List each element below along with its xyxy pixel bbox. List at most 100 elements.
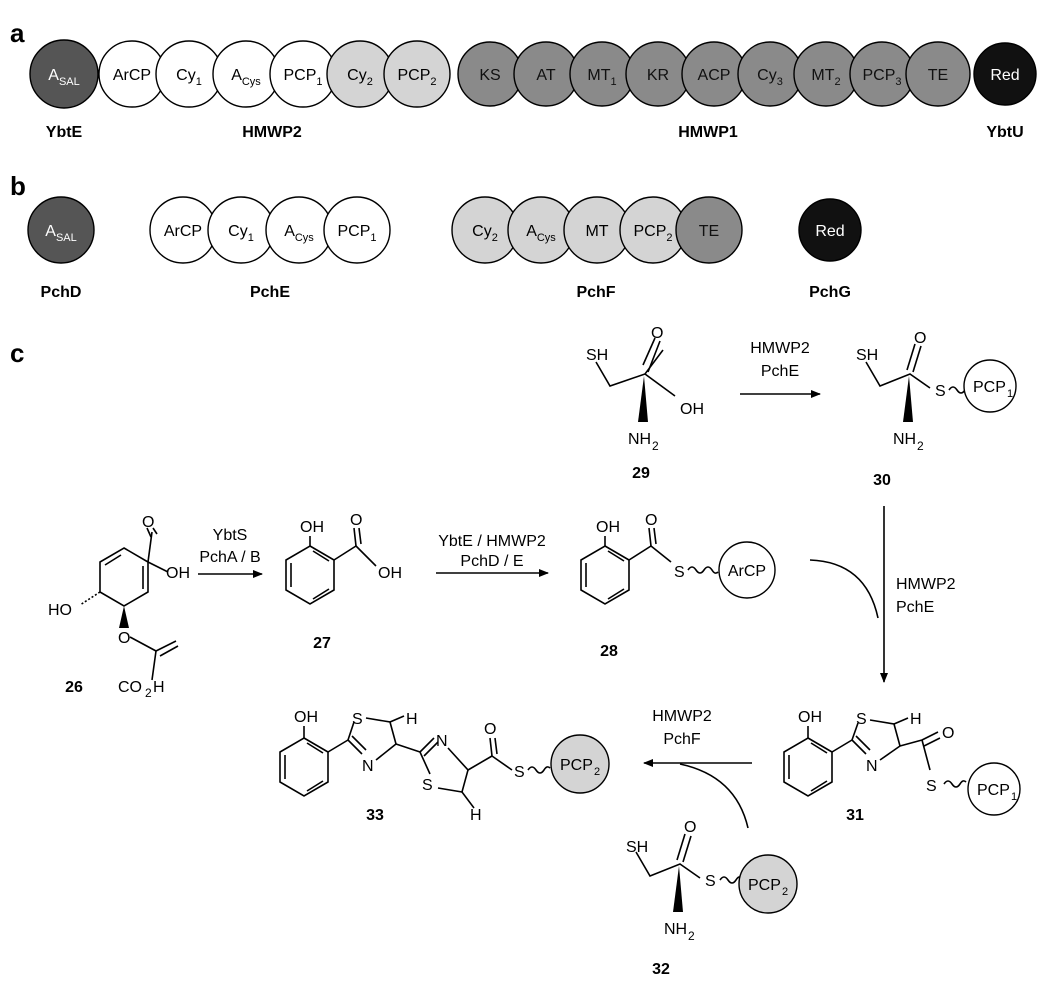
carrier-sub: 1 — [1011, 791, 1017, 803]
arrow-31-33-top: HMWP2 — [652, 708, 712, 725]
curved-arrow-32 — [679, 763, 749, 829]
atom-nh: NH — [628, 431, 651, 448]
domain-hmwp1-0-label: KS — [479, 67, 500, 84]
compound-29: SH O OH NH 2 29 — [586, 325, 704, 482]
atom-oh: OH — [294, 709, 318, 726]
arrow-29-30-top: HMWP2 — [750, 340, 810, 357]
domain-pchf-2-label: MT — [585, 223, 608, 240]
domain-hmwp1-2-label: MT1 — [587, 67, 616, 88]
compound-30: SH O S NH 2 PCP 1 30 — [856, 330, 1017, 489]
atom-h: H — [406, 711, 418, 728]
atom-ho: HO — [48, 602, 72, 619]
domain-hmwp2-5-circle — [383, 40, 451, 108]
atom-sub2: 2 — [652, 439, 659, 453]
arrow-27-28-bottom: PchD / E — [460, 553, 523, 570]
atom-s: S — [926, 778, 937, 795]
atom-sh: SH — [586, 347, 608, 364]
arrow-30-31-bottom: PchE — [896, 599, 934, 616]
carrier-arcp-text: ArCP — [728, 563, 766, 580]
compound-27-label: 27 — [313, 635, 331, 652]
domain-hmwp1-1-label: AT — [536, 67, 555, 84]
panel-a-letter: a — [10, 18, 25, 48]
atom-s: S — [514, 764, 525, 781]
arrow-30-31-top: HMWP2 — [896, 576, 956, 593]
atom-s: S — [705, 873, 716, 890]
atom-co2h-end: H — [153, 679, 165, 696]
atom-co2h: CO — [118, 679, 142, 696]
carrier-pcp-text: PCP — [560, 757, 593, 774]
compound-28-label: 28 — [600, 643, 618, 660]
domain-pchg-0-circle — [798, 198, 862, 262]
arrow-26-27-bottom: PchA / B — [199, 549, 260, 566]
hmwp2-label: HMWP2 — [242, 124, 302, 141]
domain-pche-3-circle — [323, 196, 391, 264]
domain-pchg-0-label: Red — [815, 223, 844, 240]
pcp2-carrier-32 — [738, 854, 798, 914]
atom-o: O — [484, 721, 496, 738]
domain-hmwp2-4-label: Cy2 — [347, 67, 373, 88]
atom-sub2: 2 — [917, 439, 924, 453]
atom-sh: SH — [856, 347, 878, 364]
atom-oh: OH — [300, 519, 324, 536]
pcp1-carrier-30 — [963, 359, 1017, 413]
domain-pchf-3-label: PCP2 — [633, 223, 672, 244]
atom-oh: OH — [596, 519, 620, 536]
atom-o: O — [118, 630, 130, 647]
compound-32: SH O S NH 2 PCP 2 32 — [626, 819, 798, 978]
atom-oh: OH — [378, 565, 402, 582]
atom-nh: NH — [664, 921, 687, 938]
pcp2-carrier-33 — [550, 734, 610, 794]
domain-ybtu-0-circle — [973, 42, 1037, 106]
domain-hmwp2-0-label: ArCP — [113, 67, 151, 84]
hmwp1-label: HMWP1 — [678, 124, 738, 141]
carrier-pcp-text: PCP — [748, 877, 781, 894]
domain-hmwp1-7-label: PCP3 — [862, 67, 901, 88]
atom-o: O — [142, 514, 154, 531]
domain-hmwp1-5-label: Cy3 — [757, 67, 783, 88]
atom-oh: OH — [680, 401, 704, 418]
atom-s: S — [674, 564, 685, 581]
domain-hmwp1-6-label: MT2 — [811, 67, 840, 88]
pchd-label: PchD — [41, 284, 82, 301]
arrow-29-30-bottom: PchE — [761, 363, 799, 380]
atom-nh: NH — [893, 431, 916, 448]
pchf-label: PchF — [576, 284, 615, 301]
panel-c-letter: c — [10, 338, 24, 368]
compound-26: O OH HO O CO 2 H 26 — [48, 514, 190, 700]
atom-o: O — [914, 330, 926, 347]
pchg-label: PchG — [809, 284, 851, 301]
atom-n: N — [866, 758, 878, 775]
atom-s: S — [422, 777, 433, 794]
curved-arrow-28 — [809, 559, 879, 619]
domain-hmwp2-2-circle — [212, 40, 280, 108]
atom-oh: OH — [798, 709, 822, 726]
compound-26-label: 26 — [65, 679, 83, 696]
atom-sh: SH — [626, 839, 648, 856]
domain-hmwp1-4-label: ACP — [698, 67, 731, 84]
domain-pche-1-label: Cy1 — [228, 223, 254, 244]
domain-hmwp2-1-label: Cy1 — [176, 67, 202, 88]
domain-pche-3-label: PCP1 — [337, 223, 376, 244]
domain-ybte-0-circle — [29, 39, 99, 109]
atom-o: O — [942, 725, 954, 742]
domain-pche-0-label: ArCP — [164, 223, 202, 240]
pcp1-carrier-31 — [967, 762, 1021, 816]
atom-s: S — [352, 711, 363, 728]
compound-32-label: 32 — [652, 961, 670, 978]
compound-28: OH O S ArCP 28 — [580, 512, 776, 660]
domain-pchf-0-label: Cy2 — [472, 223, 498, 244]
atom-o: O — [684, 819, 696, 836]
domain-hmwp2-5-label: PCP2 — [397, 67, 436, 88]
compound-29-label: 29 — [632, 465, 650, 482]
atom-h: H — [470, 807, 482, 824]
pche-label: PchE — [250, 284, 290, 301]
atom-co2h-sub: 2 — [145, 686, 152, 700]
arrow-31-33-bottom: PchF — [663, 731, 701, 748]
atom-sub2: 2 — [688, 929, 695, 943]
arcp-carrier-28 — [718, 541, 776, 599]
ybtu-label: YbtU — [986, 124, 1023, 141]
carrier-pcp-text: PCP — [973, 379, 1006, 396]
